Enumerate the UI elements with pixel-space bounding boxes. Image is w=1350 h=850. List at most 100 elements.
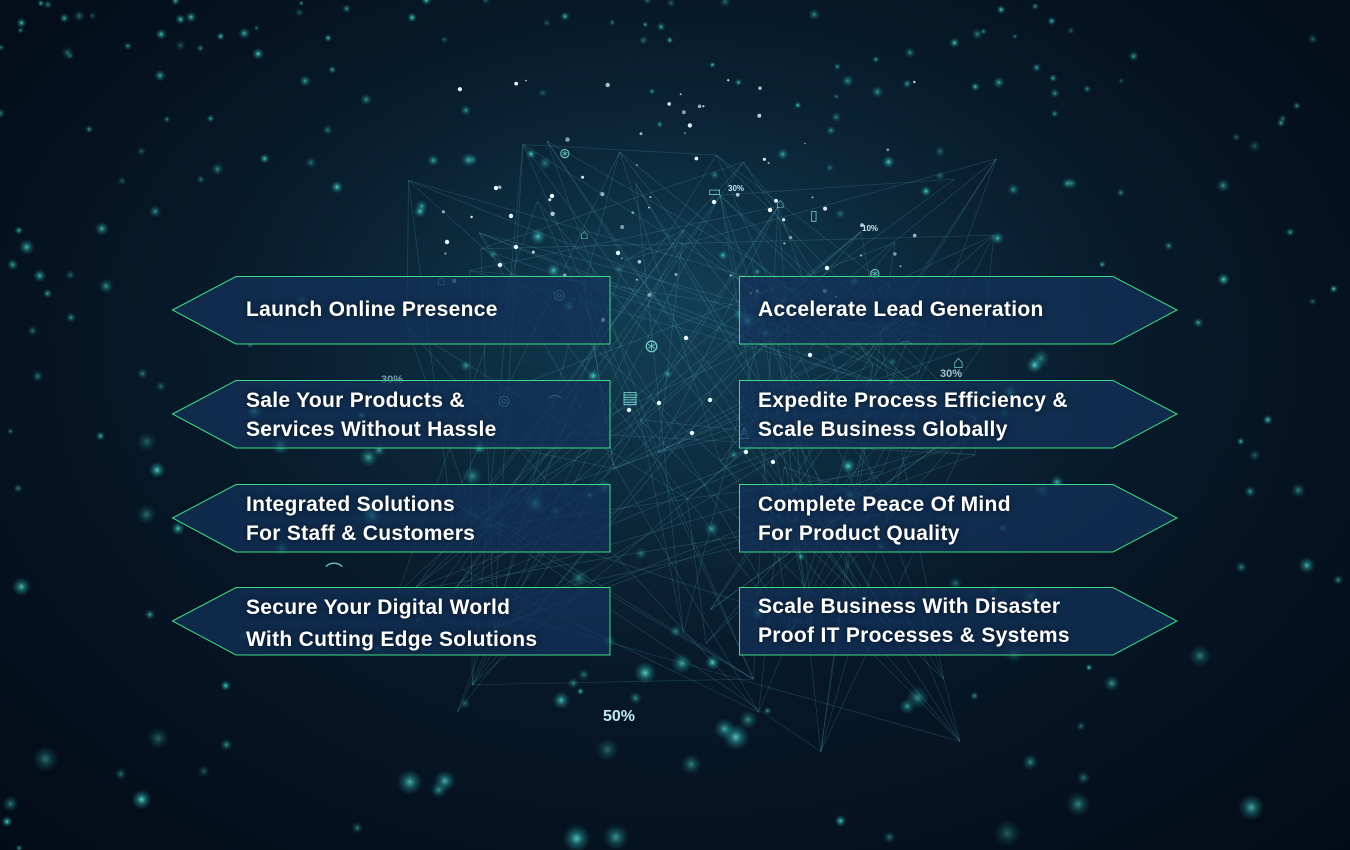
network-line bbox=[493, 206, 779, 629]
network-line bbox=[480, 161, 744, 250]
network-dot bbox=[679, 93, 682, 96]
network-node bbox=[196, 174, 206, 184]
network-node bbox=[993, 819, 1022, 848]
network-node bbox=[1076, 721, 1086, 732]
network-node bbox=[835, 208, 846, 219]
network-dot bbox=[470, 215, 473, 219]
network-dot bbox=[444, 239, 450, 245]
network-dot bbox=[729, 274, 732, 277]
network-node bbox=[13, 483, 23, 494]
network-node bbox=[642, 21, 649, 28]
notebook-icon: ▤ bbox=[622, 388, 639, 407]
network-node bbox=[84, 125, 94, 134]
network-dot bbox=[620, 257, 623, 260]
pct-label: 10% bbox=[862, 224, 879, 233]
network-dot bbox=[735, 192, 740, 197]
network-node bbox=[64, 269, 76, 281]
network-dot bbox=[899, 265, 902, 268]
network-node bbox=[642, 0, 653, 5]
network-node bbox=[298, 0, 305, 7]
network-node bbox=[488, 249, 498, 259]
network-node bbox=[763, 706, 772, 715]
network-node bbox=[717, 249, 729, 261]
left-arrow-banner[interactable]: Secure Your Digital World With Cutting E… bbox=[171, 587, 612, 656]
network-node bbox=[440, 35, 449, 44]
network-node bbox=[794, 101, 802, 109]
arrow-shape bbox=[739, 380, 1179, 449]
network-node bbox=[42, 288, 53, 299]
network-dot bbox=[635, 278, 638, 281]
network-line bbox=[820, 418, 977, 752]
network-node bbox=[656, 22, 666, 32]
network-node bbox=[576, 687, 585, 696]
network-node bbox=[6, 258, 19, 271]
network-dot bbox=[711, 199, 717, 205]
network-line bbox=[686, 498, 707, 644]
network-node bbox=[396, 769, 423, 796]
network-dot bbox=[549, 193, 555, 199]
network-node bbox=[11, 577, 31, 597]
arrow-shape bbox=[171, 587, 611, 656]
network-node bbox=[136, 146, 147, 156]
network-node bbox=[1235, 561, 1248, 574]
cart-icon: ▯ bbox=[810, 207, 818, 223]
network-node bbox=[713, 717, 736, 740]
left-arrow-banner[interactable]: Sale Your Products & Services Without Ha… bbox=[171, 380, 612, 449]
network-dot bbox=[886, 148, 890, 152]
network-node bbox=[728, 449, 739, 460]
network-line bbox=[478, 232, 775, 312]
network-node bbox=[1085, 663, 1093, 672]
network-dot bbox=[702, 105, 705, 108]
network-line bbox=[625, 158, 997, 261]
pct-label: 30% bbox=[940, 368, 963, 380]
network-node bbox=[136, 504, 157, 525]
right-arrow-banner[interactable]: Complete Peace Of Mind For Product Quali… bbox=[739, 484, 1179, 553]
banner-row-1: Launch Online Presence Accelerate Lead G… bbox=[171, 276, 1179, 345]
network-line bbox=[640, 419, 961, 742]
banner-label-line: Launch Online Presence bbox=[246, 298, 498, 321]
network-dot bbox=[667, 102, 671, 106]
left-arrow-banner[interactable]: Launch Online Presence bbox=[171, 276, 612, 345]
network-line bbox=[472, 678, 754, 686]
network-node bbox=[666, 0, 676, 8]
network-node bbox=[709, 169, 720, 180]
network-dot bbox=[823, 206, 828, 211]
network-node bbox=[342, 4, 352, 14]
network-node bbox=[1290, 482, 1306, 498]
arrow-shape bbox=[171, 380, 611, 449]
network-node bbox=[31, 370, 44, 383]
network-node bbox=[671, 652, 693, 674]
right-arrow-banner[interactable]: Expedite Process Efficiency & Scale Busi… bbox=[739, 380, 1179, 449]
network-node bbox=[1307, 33, 1319, 45]
network-node bbox=[17, 26, 24, 34]
network-node bbox=[904, 46, 916, 59]
network-dot bbox=[497, 262, 503, 268]
network-node bbox=[1050, 109, 1059, 118]
network-node bbox=[95, 431, 106, 441]
network-node bbox=[948, 576, 963, 590]
network-dot bbox=[758, 86, 762, 90]
network-line bbox=[619, 151, 721, 462]
network-node bbox=[753, 267, 762, 276]
network-node bbox=[351, 822, 364, 834]
network-node bbox=[43, 0, 53, 10]
network-node bbox=[628, 691, 643, 705]
network-node bbox=[1065, 791, 1091, 817]
network-dot bbox=[635, 164, 638, 167]
network-node bbox=[776, 148, 789, 161]
network-node bbox=[666, 36, 674, 44]
network-node bbox=[459, 359, 472, 372]
network-node bbox=[1031, 62, 1042, 73]
network-dot bbox=[913, 80, 916, 84]
bag-icon: ⌂ bbox=[776, 195, 785, 211]
network-node bbox=[902, 79, 912, 89]
network-node bbox=[1232, 132, 1241, 142]
network-dot bbox=[493, 185, 499, 191]
right-arrow-banner[interactable]: Accelerate Lead Generation bbox=[739, 276, 1179, 345]
left-arrow-banner[interactable]: Integrated Solutions For Staff & Custome… bbox=[171, 484, 612, 553]
network-dot bbox=[637, 260, 642, 264]
right-arrow-banner[interactable]: Scale Business With Disaster Proof IT Pr… bbox=[739, 587, 1179, 656]
network-dot bbox=[674, 273, 678, 276]
banner-label: Scale Business With Disaster Proof IT Pr… bbox=[758, 592, 1070, 650]
network-dot bbox=[912, 233, 917, 238]
